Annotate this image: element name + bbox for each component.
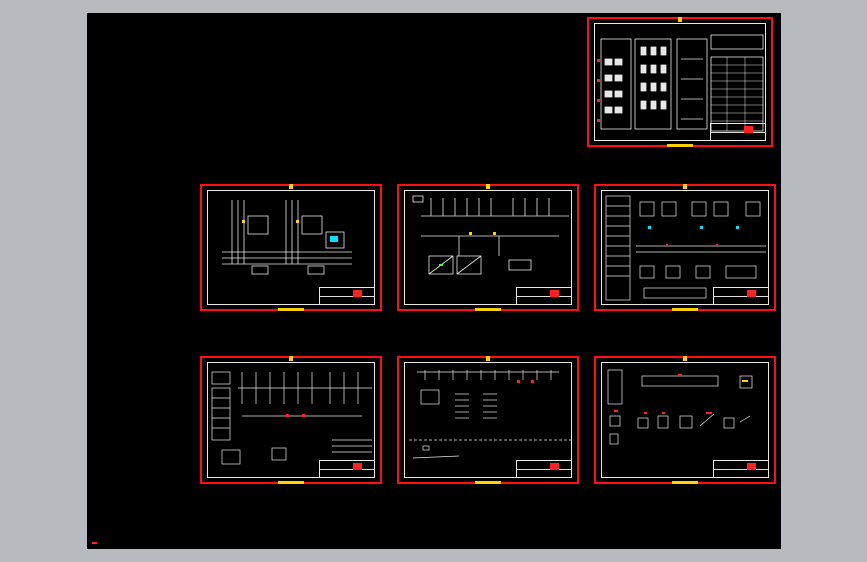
drawing-sheet-detail-views[interactable] xyxy=(594,356,776,484)
sheet-center-mark xyxy=(667,144,693,147)
sheet-center-mark xyxy=(672,481,698,484)
sheet-inner-frame xyxy=(207,362,375,478)
sheet-inner-frame xyxy=(594,23,766,141)
drawing-sheet-feeder-schematic[interactable] xyxy=(200,356,382,484)
title-block xyxy=(713,460,769,478)
sheet-center-mark xyxy=(678,17,682,22)
sheet-inner-frame xyxy=(404,362,572,478)
sheet-center-mark xyxy=(278,481,304,484)
title-block xyxy=(516,287,572,305)
sheet-inner-frame xyxy=(207,190,375,305)
drawing-sheet-cabinet-layout[interactable] xyxy=(587,17,773,147)
title-block xyxy=(710,123,766,141)
feeder-schematic-drawing xyxy=(211,371,372,465)
sheet-center-mark xyxy=(278,308,304,311)
sheet-center-mark xyxy=(475,481,501,484)
sheet-center-mark xyxy=(486,184,490,189)
sheet-inner-frame xyxy=(601,190,769,305)
distribution-drawing xyxy=(409,370,571,459)
sheet-center-mark xyxy=(289,356,293,361)
sheet-center-mark xyxy=(486,356,490,361)
drawing-sheet-power-wiring[interactable] xyxy=(200,184,382,311)
power-wiring-drawing xyxy=(222,200,352,275)
drawing-canvas[interactable] xyxy=(87,13,781,549)
title-block xyxy=(516,460,572,478)
single-line-drawing xyxy=(412,195,569,275)
title-block xyxy=(319,460,375,478)
drawing-sheet-control-schematic[interactable] xyxy=(594,184,776,311)
drawing-sheet-single-line[interactable] xyxy=(397,184,579,311)
sheet-center-mark xyxy=(289,184,293,189)
control-schematic-drawing xyxy=(605,195,766,301)
detail-views-drawing xyxy=(607,369,753,445)
origin-marker xyxy=(92,542,97,544)
drawing-sheet-distribution[interactable] xyxy=(397,356,579,484)
cabinet-layout-drawing xyxy=(597,34,764,132)
title-block xyxy=(319,287,375,305)
sheet-center-mark xyxy=(683,184,687,189)
sheet-inner-frame xyxy=(601,362,769,478)
sheet-inner-frame xyxy=(404,190,572,305)
sheet-center-mark xyxy=(683,356,687,361)
sheet-center-mark xyxy=(672,308,698,311)
title-block xyxy=(713,287,769,305)
sheet-center-mark xyxy=(475,308,501,311)
